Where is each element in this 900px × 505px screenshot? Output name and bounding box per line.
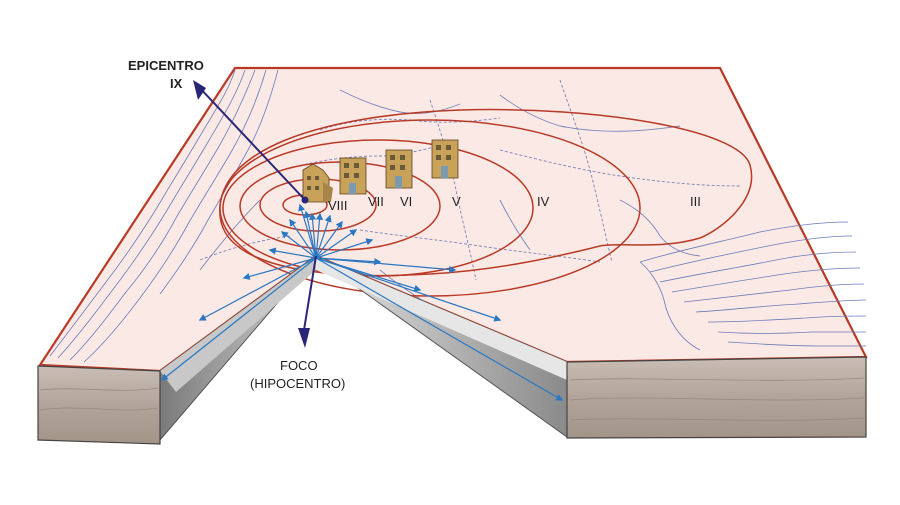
buildings [302,139,459,203]
seismic-ray [308,212,317,259]
zone-label-viii: VIII [328,198,348,213]
seismic-ray [315,257,502,322]
seismic-ray [198,257,317,321]
seismic-ray [280,231,317,259]
seismic-ray [268,247,317,259]
focus-label: FOCO [280,358,318,373]
epicenter-label: EPICENTRO [128,58,204,73]
building-icon [431,139,459,179]
epicenter-intensity-label: IX [170,76,183,91]
intensity-labels: VIII VII VI V IV III [328,194,701,213]
zone-label-v: V [452,194,461,209]
arrowhead-icon [298,328,310,348]
seismic-ray [289,218,317,259]
seismic-ray [315,214,332,259]
wedge-inner-right [316,256,567,380]
seismic-ray [315,257,382,266]
rock-blocks [37,356,867,445]
zone-label-iv: IV [537,194,550,209]
focus-alt-label: (HIPOCENTRO) [250,376,345,391]
focus-pointer [298,255,317,348]
rock-block-left [37,365,161,445]
zone-label-vii: VII [368,194,384,209]
seismic-ray [315,229,358,259]
epicenter-pointer [193,80,309,204]
seismic-ray [315,212,324,259]
seismic-rays [160,203,564,401]
zone-label-iii: III [690,194,701,209]
coastline-right [639,221,867,351]
seismic-ray [303,210,317,259]
arrowhead-icon [193,80,206,100]
seismic-ray [315,220,343,259]
cut-wedge [159,255,568,442]
seismic-ray [242,257,317,280]
seismic-ray [298,203,317,259]
seismic-ray [315,257,564,401]
rock-block-right [566,356,867,439]
zone-label-vi: VI [400,194,412,209]
seismic-ray [315,238,374,259]
building-icon [302,163,333,203]
building-icon [339,157,367,195]
epicenter-dot [301,196,309,204]
isoseismal-iii [219,108,753,277]
building-icon [385,149,413,189]
seismic-ray [160,257,317,381]
wedge-inner-left [160,256,316,392]
